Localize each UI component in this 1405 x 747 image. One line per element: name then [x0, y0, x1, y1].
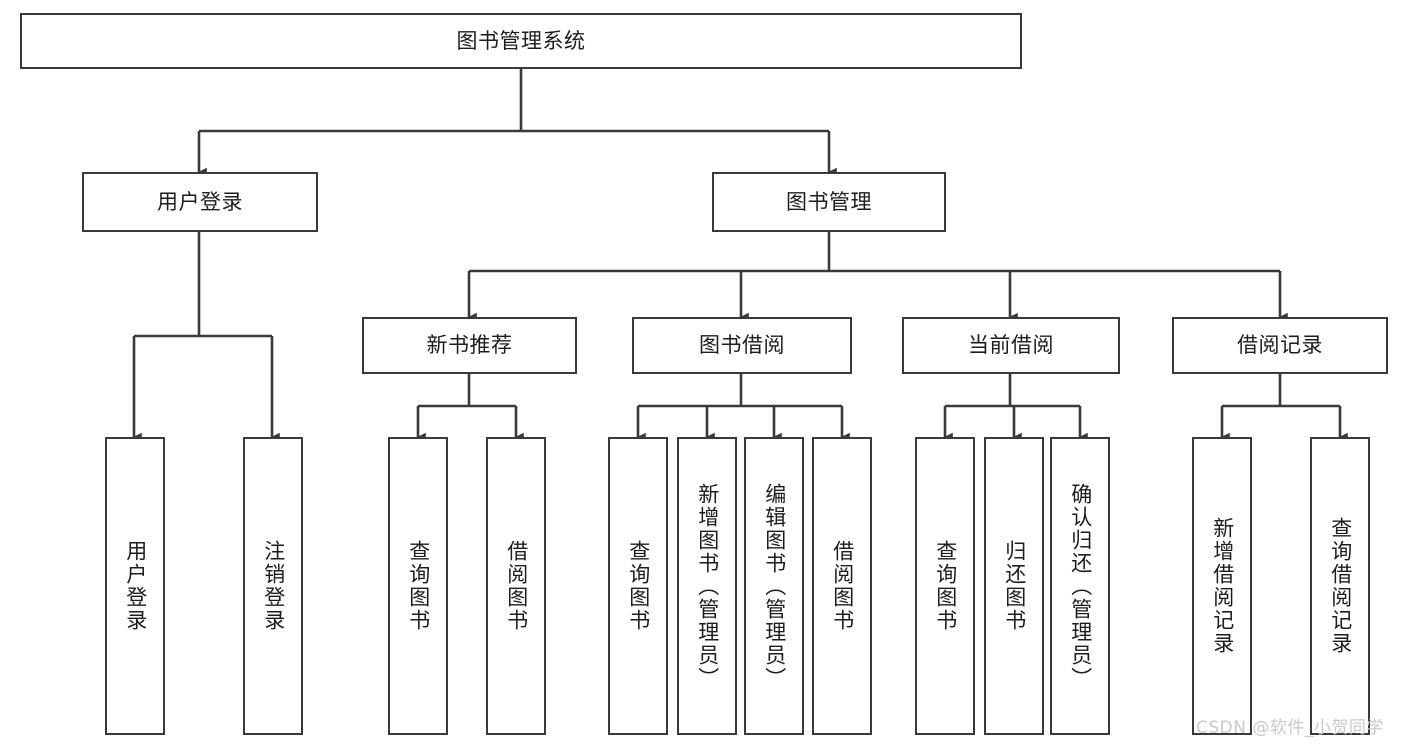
- node-root[interactable]: 图书管理系统: [20, 13, 1022, 69]
- node-label-borrow-record: 借阅记录: [1237, 333, 1323, 358]
- node-label-leaf-query-book-borrow: 查询图书: [626, 540, 651, 632]
- node-label-leaf-user-logout: 注销登录: [261, 540, 286, 632]
- connector-group: [132, 69, 1348, 442]
- node-label-leaf-user-login: 用户登录: [123, 540, 148, 632]
- node-label-book-manage: 图书管理: [786, 189, 872, 214]
- node-leaf-borrow-book-rec[interactable]: 借阅图书: [486, 437, 546, 735]
- node-label-user-login: 用户登录: [157, 189, 243, 214]
- node-book-manage[interactable]: 图书管理: [712, 172, 946, 232]
- node-current-borrow[interactable]: 当前借阅: [902, 317, 1120, 374]
- node-book-borrow[interactable]: 图书借阅: [632, 317, 852, 374]
- node-new-book-recommend[interactable]: 新书推荐: [362, 317, 577, 374]
- node-leaf-edit-book[interactable]: 编辑图书（管理员）: [744, 437, 804, 735]
- node-leaf-query-borrow-record[interactable]: 查询借阅记录: [1310, 437, 1370, 735]
- node-borrow-record[interactable]: 借阅记录: [1172, 317, 1388, 374]
- node-label-leaf-borrow-book-rec: 借阅图书: [504, 540, 529, 632]
- node-label-leaf-add-book: 新增图书（管理员）: [695, 482, 720, 690]
- node-label-current-borrow: 当前借阅: [968, 333, 1054, 358]
- node-label-leaf-borrow-book: 借阅图书: [830, 540, 855, 632]
- node-leaf-add-book[interactable]: 新增图书（管理员）: [677, 437, 737, 735]
- conn-borrow-record-fan: [1220, 374, 1348, 442]
- node-label-leaf-query-book-rec: 查询图书: [406, 540, 431, 632]
- conn-book-manage-fan: [467, 232, 1288, 322]
- node-leaf-user-login[interactable]: 用户登录: [105, 437, 165, 735]
- node-leaf-borrow-book[interactable]: 借阅图书: [812, 437, 872, 735]
- node-label-root: 图书管理系统: [456, 28, 586, 53]
- node-user-login[interactable]: 用户登录: [82, 172, 318, 232]
- node-label-book-borrow: 图书借阅: [699, 333, 785, 358]
- node-leaf-query-book-current[interactable]: 查询图书: [915, 437, 975, 735]
- node-label-leaf-add-borrow-record: 新增借阅记录: [1210, 517, 1235, 655]
- node-leaf-user-logout[interactable]: 注销登录: [243, 437, 303, 735]
- conn-book-borrow-fan: [636, 374, 850, 442]
- conn-new-book-fan: [416, 374, 524, 442]
- node-leaf-add-borrow-record[interactable]: 新增借阅记录: [1192, 437, 1252, 735]
- conn-current-borrow-fan: [943, 374, 1088, 442]
- conn-user-login-fan: [132, 232, 280, 442]
- node-label-leaf-query-borrow-record: 查询借阅记录: [1328, 517, 1353, 655]
- node-leaf-return-book[interactable]: 归还图书: [984, 437, 1044, 735]
- node-label-leaf-query-book-current: 查询图书: [933, 540, 958, 632]
- conn-root-fan: [197, 69, 837, 177]
- node-leaf-query-book-borrow[interactable]: 查询图书: [608, 437, 668, 735]
- node-leaf-confirm-return[interactable]: 确认归还（管理员）: [1050, 437, 1110, 735]
- node-label-new-book-recommend: 新书推荐: [426, 333, 513, 358]
- node-label-leaf-edit-book: 编辑图书（管理员）: [762, 482, 787, 690]
- node-leaf-query-book-rec[interactable]: 查询图书: [388, 437, 448, 735]
- node-label-leaf-confirm-return: 确认归还（管理员）: [1068, 482, 1093, 690]
- node-label-leaf-return-book: 归还图书: [1002, 540, 1027, 632]
